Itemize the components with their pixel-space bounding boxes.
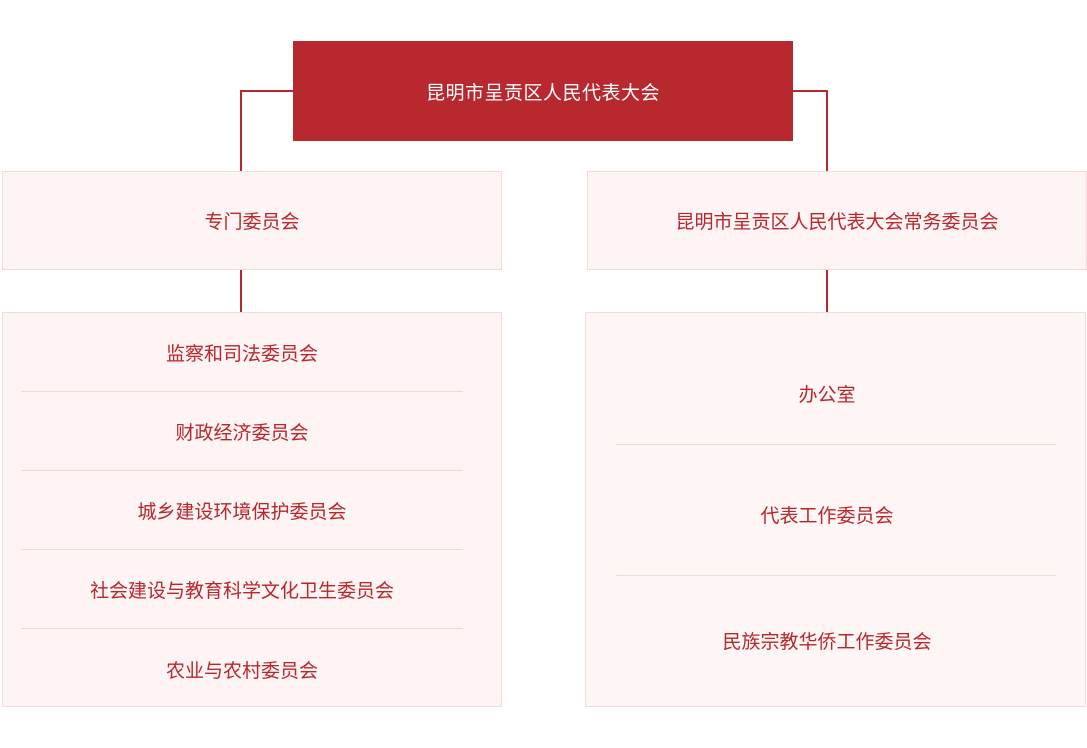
root-node[interactable]: 昆明市呈贡区人民代表大会 — [293, 41, 793, 141]
connector-left-panel — [240, 270, 242, 312]
standing-committee-label: 昆明市呈贡区人民代表大会常务委员会 — [675, 211, 999, 233]
committee-item-label: 财政经济委员会 — [175, 421, 309, 444]
committee-item[interactable]: 监察和司法委员会 — [3, 333, 481, 371]
standing-committee-panel: 办公室 代表工作委员会 民族宗教华侨工作委员会 — [585, 312, 1086, 707]
committee-item-label: 社会建设与教育科学文化卫生委员会 — [89, 579, 394, 602]
office-item[interactable]: 办公室 — [586, 373, 1068, 413]
committee-item-label: 农业与农村委员会 — [165, 659, 318, 682]
item-divider — [616, 444, 1056, 445]
office-item-label: 民族宗教华侨工作委员会 — [722, 630, 932, 653]
connector-root-right-v — [826, 90, 828, 171]
item-divider — [21, 391, 463, 392]
committee-item[interactable]: 社会建设与教育科学文化卫生委员会 — [3, 570, 481, 608]
root-node-label: 昆明市呈贡区人民代表大会 — [425, 81, 660, 104]
committee-item[interactable]: 财政经济委员会 — [3, 412, 481, 450]
connector-root-left-v — [240, 90, 242, 171]
office-item[interactable]: 代表工作委员会 — [586, 494, 1068, 534]
committee-item-label: 监察和司法委员会 — [165, 342, 318, 365]
committee-item[interactable]: 城乡建设环境保护委员会 — [3, 491, 481, 529]
committee-item[interactable]: 农业与农村委员会 — [3, 650, 481, 688]
connector-root-right-h — [793, 90, 828, 92]
office-item-label: 办公室 — [798, 383, 856, 406]
connector-right-panel — [826, 270, 828, 312]
special-committees-label: 专门委员会 — [204, 211, 300, 233]
special-committees-node[interactable]: 专门委员会 — [2, 171, 502, 270]
special-committees-panel: 监察和司法委员会 财政经济委员会 城乡建设环境保护委员会 社会建设与教育科学文化… — [2, 312, 502, 707]
item-divider — [616, 575, 1056, 576]
committee-item-label: 城乡建设环境保护委员会 — [137, 500, 347, 523]
item-divider — [21, 470, 463, 471]
office-item[interactable]: 民族宗教华侨工作委员会 — [586, 620, 1068, 660]
connector-root-left-h — [240, 90, 293, 92]
office-item-label: 代表工作委员会 — [760, 504, 894, 527]
standing-committee-node[interactable]: 昆明市呈贡区人民代表大会常务委员会 — [587, 171, 1087, 270]
item-divider — [21, 628, 463, 629]
item-divider — [21, 549, 463, 550]
